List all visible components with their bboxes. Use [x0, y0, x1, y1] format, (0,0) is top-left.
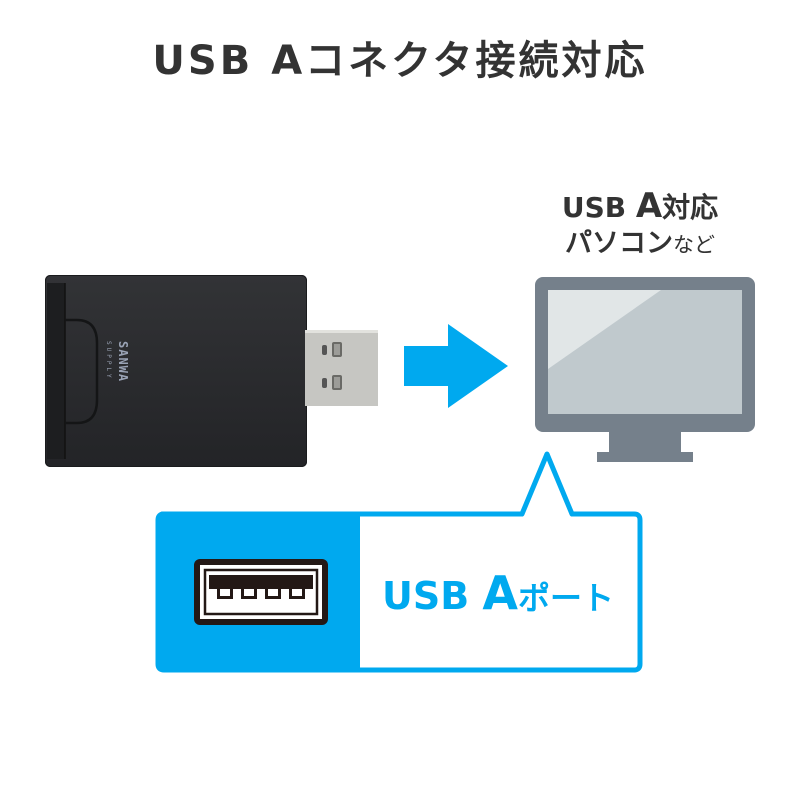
svg-text:SANWA: SANWA [116, 341, 130, 382]
pc-label: USB A対応 パソコンなど [540, 188, 740, 263]
usb-a-port-label: USB Aポート [382, 566, 615, 620]
monitor-icon [535, 277, 755, 462]
pc-label-line2: パソコンなど [565, 228, 715, 259]
arrow-right-icon [404, 324, 508, 408]
brand-logo: SANWA SUPPLY [105, 341, 130, 382]
title-usb: USB [152, 38, 254, 84]
page-title: USB Aコネクタ接続対応 [0, 28, 800, 86]
card-reader-device: SANWA SUPPLY [45, 275, 307, 467]
svg-text:SUPPLY: SUPPLY [105, 341, 112, 381]
pc-label-line1: USB A対応 [561, 186, 719, 226]
usb-plug-detail [305, 330, 378, 406]
title-rest: Aコネクタ接続対応 [271, 38, 648, 84]
usb-a-port-icon [194, 559, 328, 625]
